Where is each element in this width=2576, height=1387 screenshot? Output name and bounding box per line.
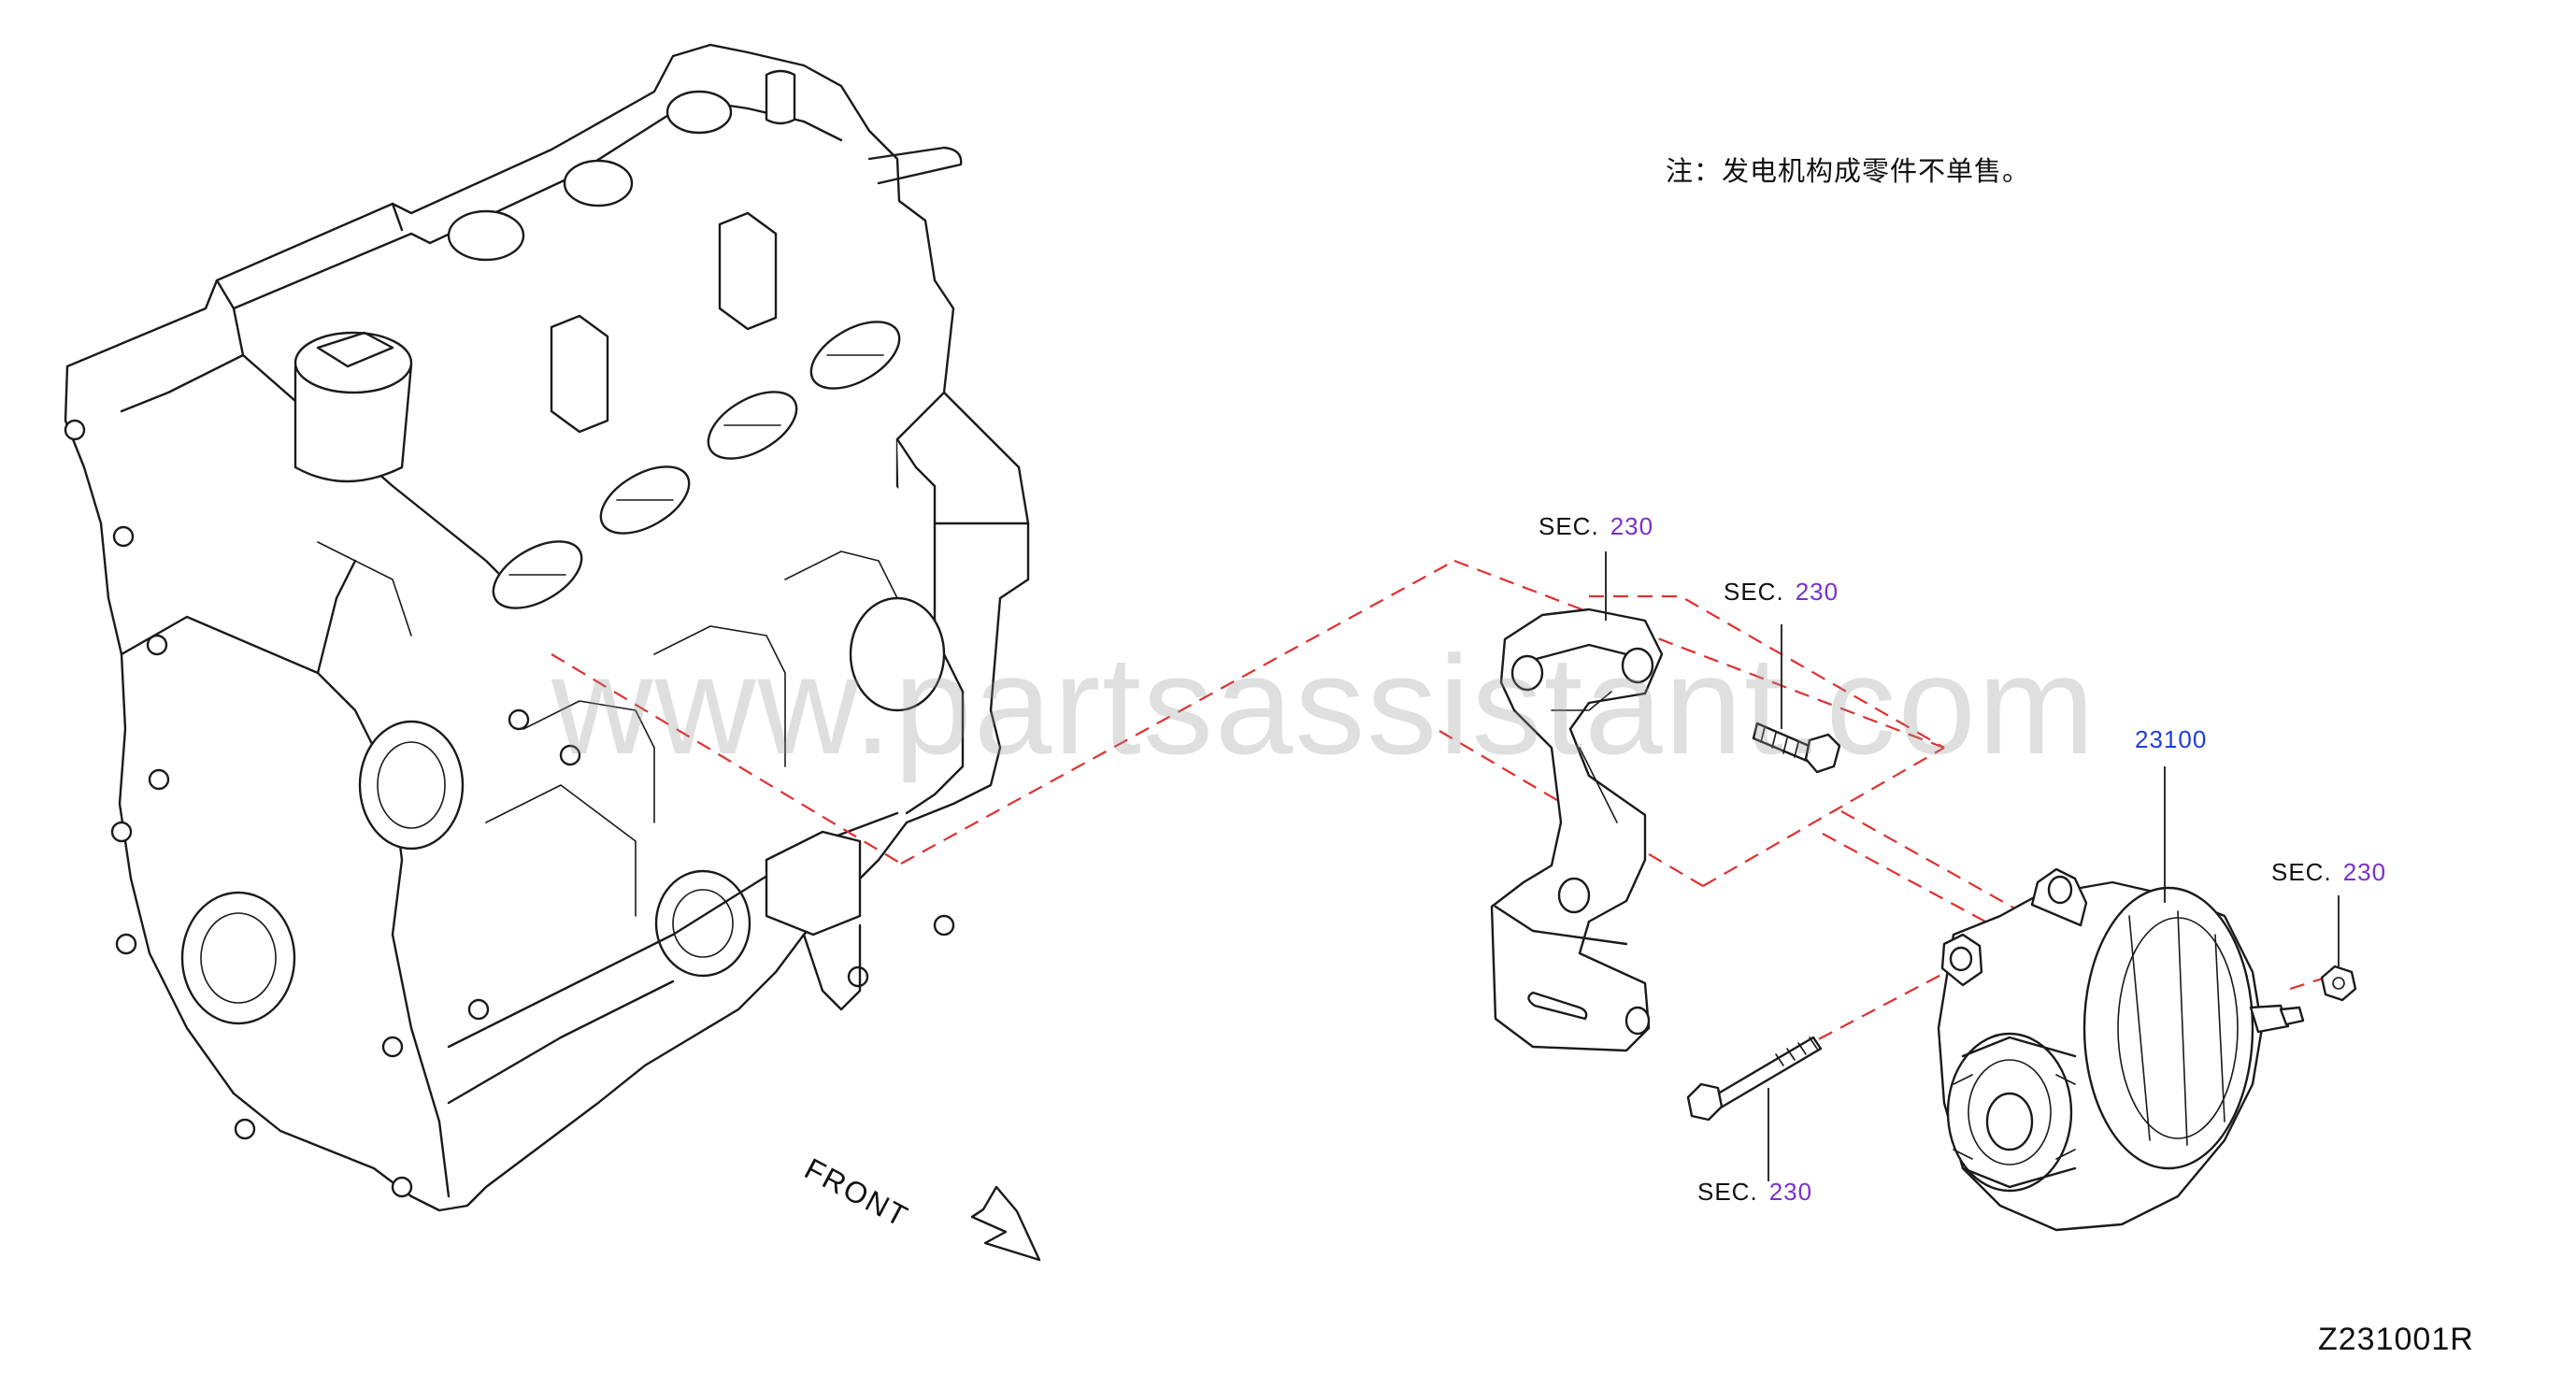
front-arrow-icon [970,1185,1041,1262]
callout-prefix: SEC. [1697,1178,1758,1206]
callout-section-number[interactable]: 230 [1795,578,1839,606]
note-text: 注：发电机构成零件不单售。 [1666,155,2031,187]
long-bolt [1686,1036,1823,1181]
callout-prefix: SEC. [2271,858,2332,886]
short-bolt [1752,624,1841,774]
callout-sec-bracket[interactable]: SEC. 230 [1538,512,1653,541]
alternator-bracket [1490,551,1664,1052]
callout-sec-bolt-short[interactable]: SEC. 230 [1724,578,1839,607]
callout-section-number[interactable]: 230 [2342,858,2387,886]
callout-prefix: SEC. [1538,512,1599,540]
engine-block [64,43,1030,1212]
alternator [1937,766,2305,1232]
part-number-alternator[interactable]: 23100 [2135,725,2208,753]
callout-section-number[interactable]: 230 [1610,512,1654,540]
callout-sec-bolt-long[interactable]: SEC. 230 [1697,1178,1812,1207]
callout-section-number[interactable]: 230 [1768,1178,1813,1206]
diagram-code: Z231001R [2318,1322,2474,1357]
watermark: www.partsassistant.com [551,626,2097,783]
callout-prefix: SEC. [1724,578,1784,606]
callout-sec-nut[interactable]: SEC. 230 [2271,858,2386,887]
hex-nut [2320,895,2357,1002]
